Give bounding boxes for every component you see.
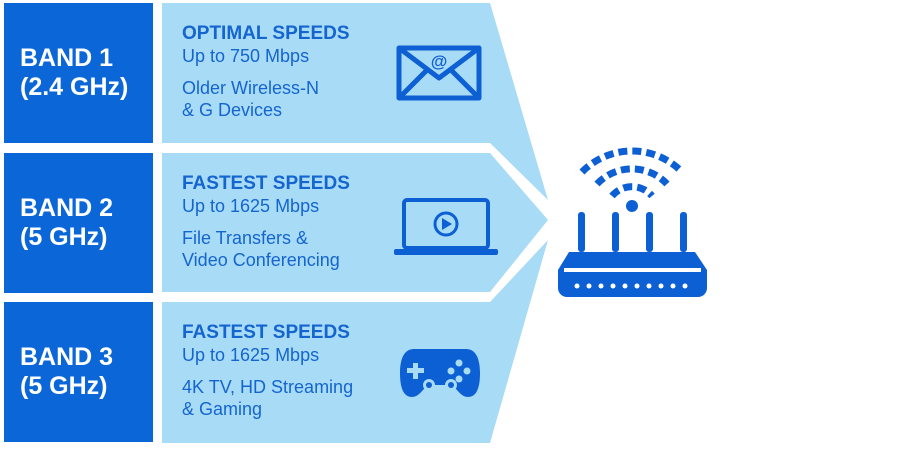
band-1-use-line-1: Older Wireless-N [182,78,320,98]
band-3-use-line-2: & Gaming [182,399,263,419]
wifi-router-icon [558,147,707,297]
band-2-use-line-2: Video Conferencing [182,250,340,270]
band-1-panel [162,3,548,200]
band-1-speed: Up to 750 Mbps [182,46,310,66]
band-1-use-line-2: & G Devices [182,100,283,120]
email-envelope-icon: @ [396,45,482,101]
band-3-label: BAND 3 (5 GHz) [4,302,153,442]
band-3-use-line-1: 4K TV, HD Streaming [182,377,354,397]
game-controller-icon [400,349,480,397]
band-2-panel [162,153,548,292]
band-3-speed-title: FASTEST SPEEDS [182,322,350,343]
svg-text:@: @ [431,52,448,71]
band-3-info: FASTEST SPEEDS Up to 1625 Mbps 4K TV, HD… [182,322,402,420]
laptop-video-icon [394,198,498,255]
band-3-frequency: (5 GHz) [20,372,108,400]
band-2-name: BAND 2 [20,194,114,222]
band-3-speed: Up to 1625 Mbps [182,345,320,365]
band-1-name: BAND 1 [20,44,114,72]
band-3-panel [162,240,548,443]
band-2-frequency: (5 GHz) [20,223,108,251]
band-1-speed-title: OPTIMAL SPEEDS [182,23,350,44]
band-2-speed: Up to 1625 Mbps [182,196,320,216]
band-1-label: BAND 1 (2.4 GHz) [4,3,153,143]
band-1-info: OPTIMAL SPEEDS Up to 750 Mbps Older Wire… [182,23,402,121]
band-2-speed-title: FASTEST SPEEDS [182,173,350,194]
band-2-label: BAND 2 (5 GHz) [4,153,153,293]
band-2-use-line-1: File Transfers & [182,228,309,248]
band-3-name: BAND 3 [20,343,114,371]
band-2-info: FASTEST SPEEDS Up to 1625 Mbps File Tran… [182,173,402,271]
band-1-frequency: (2.4 GHz) [20,73,129,101]
